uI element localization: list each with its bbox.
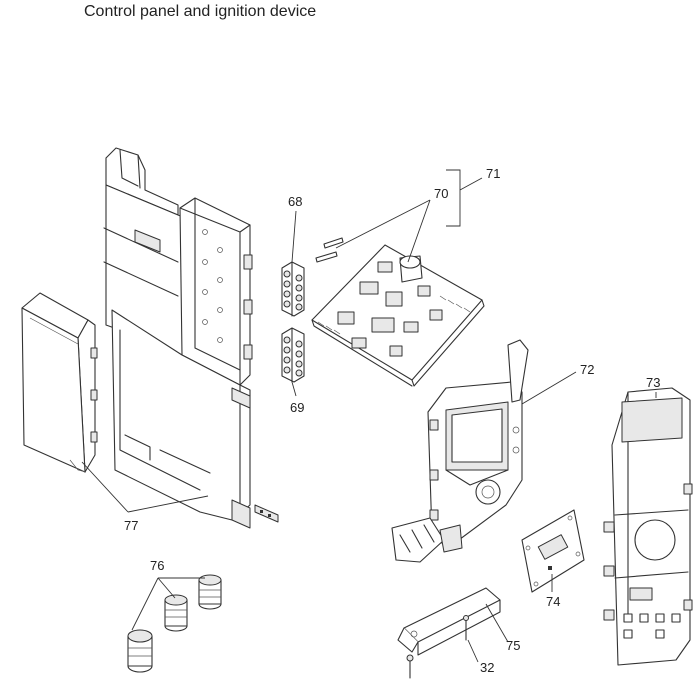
part-70-fuses	[315, 237, 344, 263]
callout-74: 74	[546, 594, 560, 609]
callout-73: 73	[646, 375, 660, 390]
part-77-housing	[103, 147, 279, 529]
callout-76: 76	[150, 558, 164, 573]
part-71-circuit-board	[311, 244, 485, 387]
leader-lines	[81, 169, 657, 663]
callout-75: 75	[506, 638, 520, 653]
callout-70: 70	[434, 186, 448, 201]
callout-labels: 68 69 70 71 72 73 74 75 76 77 32	[124, 166, 660, 675]
part-72-front-frame	[391, 339, 529, 563]
part-68-terminal-block	[281, 261, 305, 317]
callout-71: 71	[486, 166, 500, 181]
part-73-front-cover	[603, 387, 693, 666]
part-69-terminal-block	[281, 327, 305, 383]
callout-68: 68	[288, 194, 302, 209]
part-77-cover	[21, 292, 98, 473]
part-74-display-board	[521, 509, 585, 593]
callout-72: 72	[580, 362, 594, 377]
callout-69: 69	[290, 400, 304, 415]
part-75-cover-strip	[397, 587, 501, 679]
callout-32: 32	[480, 660, 494, 675]
part-76-cable-glands	[127, 574, 222, 673]
page-title: Control panel and ignition device	[84, 3, 317, 20]
callout-77: 77	[124, 518, 138, 533]
